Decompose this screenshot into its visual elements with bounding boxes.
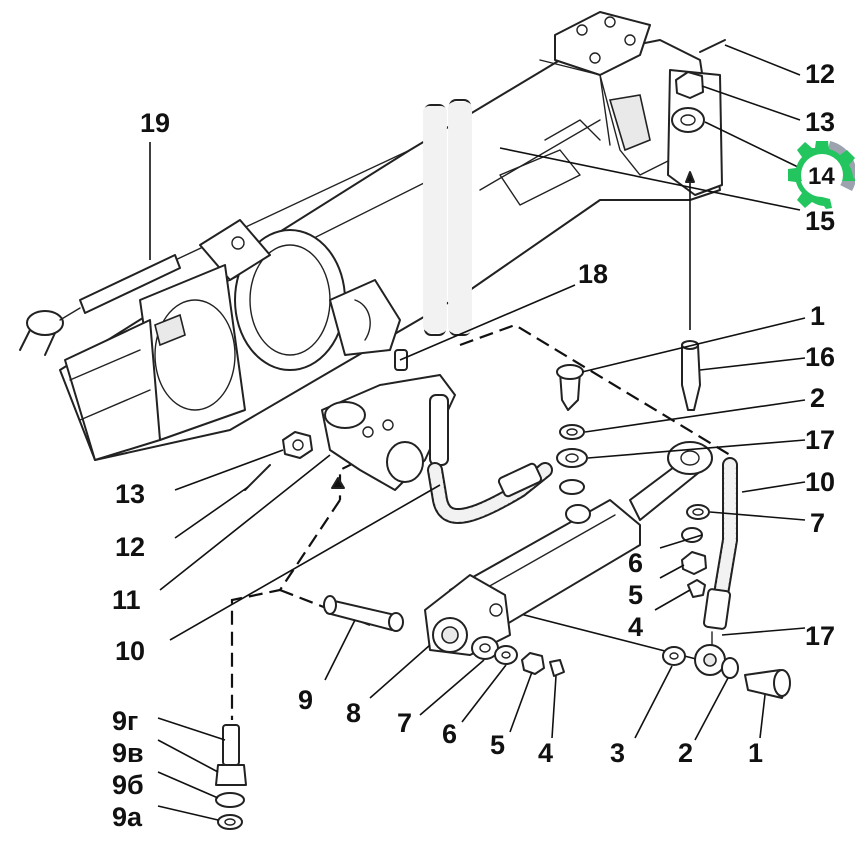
label-8: 8 [346, 698, 361, 728]
hydraulic-cylinder [424, 441, 713, 656]
label-12-left: 12 [115, 532, 145, 562]
label-2-top: 2 [810, 383, 825, 413]
label-4-bottom: 4 [538, 738, 553, 768]
nut-13-left [282, 431, 313, 459]
label-6-bottom: 6 [442, 719, 457, 749]
label-9g: 9г [112, 706, 138, 736]
label-15: 15 [805, 206, 835, 236]
hose-pair [423, 99, 472, 336]
leader-lines [149, 44, 806, 821]
label-9a: 9а [112, 802, 143, 832]
label-9: 9 [298, 685, 313, 715]
hose-10-left [427, 462, 553, 524]
label-6-right: 6 [628, 548, 643, 578]
label-13-left: 13 [115, 479, 145, 509]
label-5-bottom: 5 [490, 730, 505, 760]
label-2-bottom: 2 [678, 738, 693, 768]
label-13-top: 13 [805, 107, 835, 137]
label-11: 11 [112, 585, 141, 615]
steering-arm-11 [321, 374, 456, 491]
right-hardware [556, 364, 710, 598]
tie-rod-19 [19, 254, 181, 356]
label-1-bottom: 1 [748, 738, 763, 768]
pin-9 [323, 595, 404, 632]
label-9b: 9б [112, 770, 144, 800]
axle-housing [59, 11, 723, 461]
label-17-top: 17 [805, 425, 835, 455]
label-7-right: 7 [810, 508, 825, 538]
gear-icon: 14 [788, 141, 855, 209]
label-10-left: 10 [115, 636, 145, 666]
bottom-hardware [471, 631, 791, 699]
label-14: 14 [808, 163, 835, 190]
label-3: 3 [610, 738, 625, 768]
label-5-right: 5 [628, 580, 643, 610]
label-7-bottom: 7 [397, 708, 412, 738]
label-10-right: 10 [805, 467, 835, 497]
upper-right-hardware [671, 39, 726, 133]
label-19: 19 [140, 108, 170, 138]
ball-pin-16 [681, 340, 701, 411]
cotter-pin-12-left [244, 464, 271, 491]
label-18: 18 [578, 259, 608, 289]
label-9v: 9в [112, 738, 144, 768]
label-12-top: 12 [805, 59, 835, 89]
label-17-bottom: 17 [805, 621, 835, 651]
label-16: 16 [805, 342, 835, 372]
label-1-top: 1 [810, 301, 825, 331]
callout-labels: 12 13 15 19 18 1 16 2 17 10 7 6 5 4 17 1… [112, 59, 835, 832]
stud-9 [215, 724, 247, 830]
label-4-right: 4 [628, 612, 643, 642]
hose-10-right [702, 457, 738, 630]
